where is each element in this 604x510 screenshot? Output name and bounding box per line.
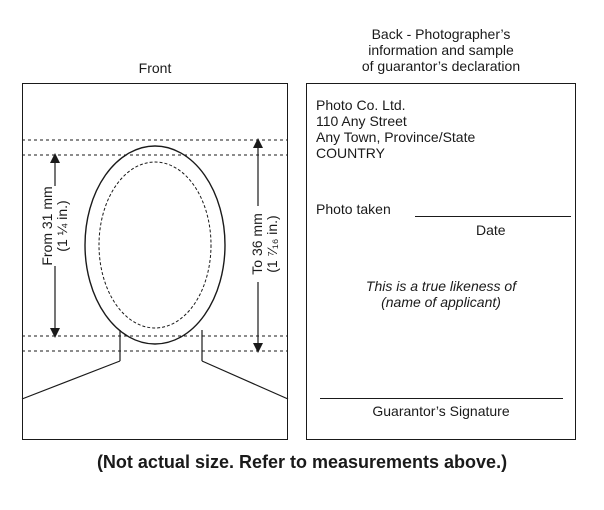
- back-panel: [306, 83, 576, 440]
- likeness-line: This is a true likeness of: [365, 278, 517, 294]
- front-panel: [22, 83, 288, 440]
- signature-line: [320, 398, 563, 399]
- photographer-info: Photo Co. Ltd. 110 Any Street Any Town, …: [316, 97, 475, 161]
- back-title: Back - Photographer’s information and sa…: [308, 26, 574, 74]
- likeness-line: (name of applicant): [381, 294, 501, 310]
- right-shoulder-line: [201, 360, 289, 400]
- back-title-line: of guarantor’s declaration: [361, 58, 521, 74]
- footnote: (Not actual size. Refer to measurements …: [96, 452, 508, 472]
- front-title: Front: [138, 60, 172, 76]
- back-title-line: Back - Photographer’s: [371, 26, 511, 42]
- photographer-line: Any Town, Province/State: [316, 129, 476, 145]
- date-line: [415, 216, 571, 217]
- photographer-line: COUNTRY: [316, 145, 385, 161]
- left-measure-label: From 31 mm (1 ¼ in.): [39, 186, 70, 266]
- right-measure-imperial: (1 ⁷⁄₁₆ in.): [264, 215, 280, 273]
- photographer-line: 110 Any Street: [316, 113, 407, 129]
- likeness-statement: This is a true likeness of (name of appl…: [306, 278, 576, 310]
- photo-taken-label: Photo taken: [316, 201, 391, 217]
- signature-label: Guarantor’s Signature: [372, 403, 510, 419]
- back-title-line: information and sample: [368, 42, 514, 58]
- left-measure-imperial: (1 ¼ in.): [54, 200, 70, 252]
- head-inner-oval: [98, 161, 212, 329]
- left-shoulder-line: [21, 360, 121, 400]
- right-measure-label: To 36 mm (1 ⁷⁄₁₆ in.): [249, 206, 280, 282]
- date-label: Date: [476, 222, 506, 238]
- head-outer-oval: [84, 145, 226, 345]
- photographer-line: Photo Co. Ltd.: [316, 97, 406, 113]
- right-measure-metric: To 36 mm: [249, 213, 265, 275]
- left-measure-metric: From 31 mm: [39, 186, 55, 266]
